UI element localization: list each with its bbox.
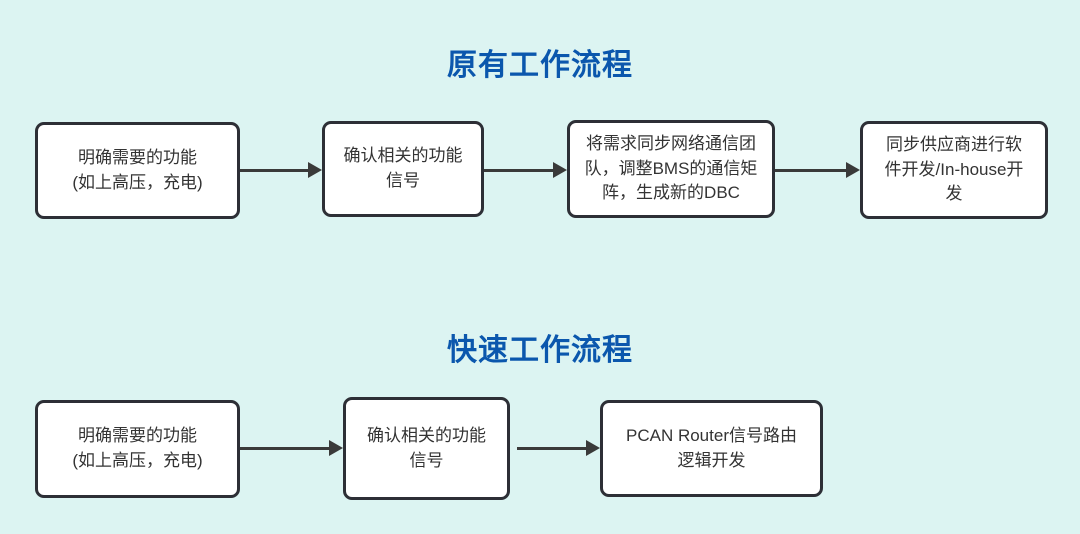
step-box-original-1: 明确需要的功能 (如上高压，充电) (35, 122, 240, 219)
step-box-original-4: 同步供应商进行软 件开发/In-house开 发 (860, 121, 1048, 219)
step-label: 同步供应商进行软 件开发/In-house开 发 (884, 135, 1024, 204)
flow-title-original: 原有工作流程 (447, 49, 633, 82)
step-label: 明确需要的功能 (如上高压，充电) (72, 426, 203, 470)
arrow-line (775, 168, 846, 172)
step-box-fast-3: PCAN Router信号路由 逻辑开发 (600, 400, 823, 497)
arrow-right-icon (329, 440, 343, 456)
flow-title-fast: 快速工作流程 (447, 334, 633, 367)
step-label: 将需求同步网络通信团 队，调整BMS的通信矩 阵，生成新的DBC (584, 134, 758, 203)
step-label: 确认相关的功能 信号 (367, 425, 486, 470)
arrow-right-icon (846, 162, 860, 178)
arrow-right-icon (553, 162, 567, 178)
flow-arrow (240, 439, 343, 457)
arrow-line (240, 446, 329, 450)
arrow-line (484, 168, 553, 172)
step-label: 确认相关的功能 信号 (343, 146, 463, 190)
flow-arrow (775, 161, 860, 179)
step-box-fast-2: 确认相关的功能 信号 (343, 397, 510, 500)
flow-arrow (484, 161, 567, 179)
arrow-line (240, 168, 308, 172)
flow-arrow (517, 439, 600, 457)
step-label: 明确需要的功能 (如上高压，充电) (72, 147, 203, 192)
arrow-line (517, 446, 586, 450)
step-box-original-3: 将需求同步网络通信团 队，调整BMS的通信矩 阵，生成新的DBC (567, 120, 775, 218)
step-label: PCAN Router信号路由 逻辑开发 (626, 425, 797, 470)
arrow-right-icon (586, 440, 600, 456)
step-box-original-2: 确认相关的功能 信号 (322, 121, 484, 217)
arrow-right-icon (308, 162, 322, 178)
flow-arrow (240, 161, 322, 179)
step-box-fast-1: 明确需要的功能 (如上高压，充电) (35, 400, 240, 498)
